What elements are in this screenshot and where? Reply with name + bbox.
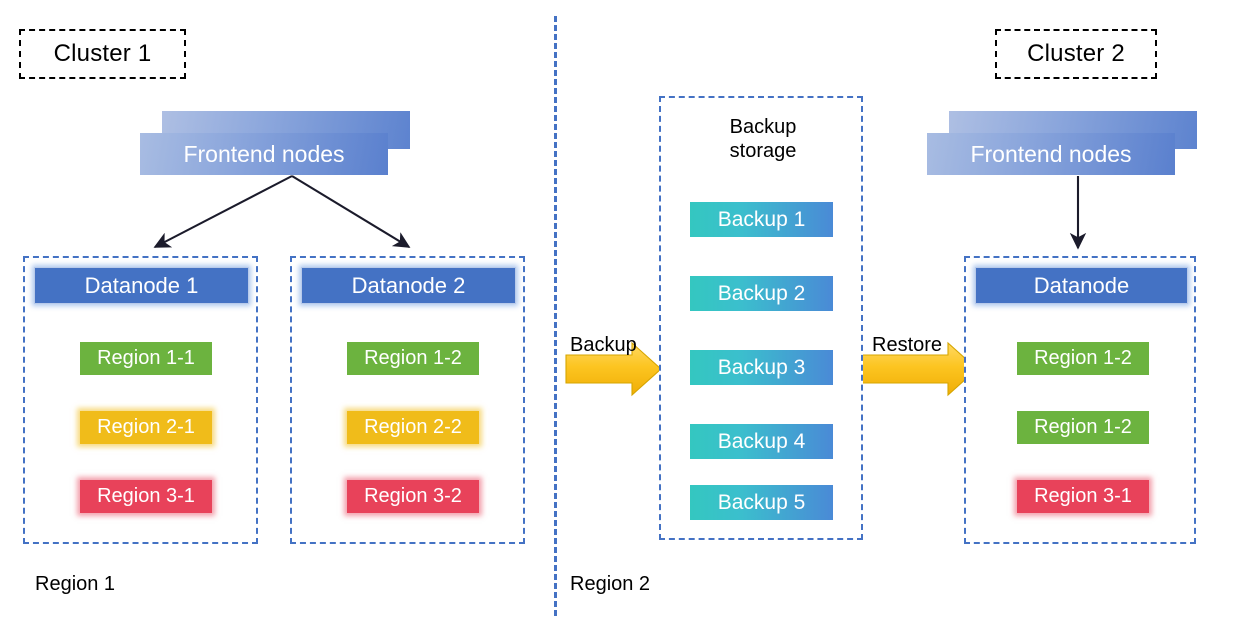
backup-item-0-label: Backup 1	[717, 207, 806, 231]
datanode2-region-2[interactable]: Region 3-2	[347, 480, 479, 513]
cluster2-datanode-container[interactable]: Datanode Region 1-2 Region 1-2 Region 3-…	[964, 256, 1196, 544]
datanode2-title: Datanode 2	[351, 272, 466, 298]
datanode1-header[interactable]: Datanode 1	[34, 267, 249, 304]
cluster2-region-0[interactable]: Region 1-2	[1017, 342, 1149, 375]
backup-item-0[interactable]: Backup 1	[690, 202, 833, 237]
backup-item-4-label: Backup 5	[717, 490, 806, 514]
backup-item-1[interactable]: Backup 2	[690, 276, 833, 311]
backup-item-3-label: Backup 4	[717, 429, 806, 453]
frontend-nodes-front-plate-c2: Frontend nodes	[927, 133, 1175, 175]
datanode1-title: Datanode 1	[84, 272, 199, 298]
backup-item-2-label: Backup 3	[717, 355, 806, 379]
region1-footer-label: Region 1	[35, 573, 116, 595]
restore-flow-label: Restore	[872, 334, 943, 356]
cluster2-datanode-header[interactable]: Datanode	[975, 267, 1188, 304]
cluster2-frontend-nodes[interactable]: Frontend nodes	[927, 111, 1197, 175]
backup-flow-label: Backup	[570, 334, 637, 356]
backup-item-2[interactable]: Backup 3	[690, 350, 833, 385]
region2-footer-label: Region 2	[570, 573, 651, 595]
datanode2-container[interactable]: Datanode 2 Region 1-2 Region 2-2 Region …	[290, 256, 525, 544]
backup-item-3[interactable]: Backup 4	[690, 424, 833, 459]
datanode1-region-0-label: Region 1-1	[97, 347, 195, 369]
backup-item-4[interactable]: Backup 5	[690, 485, 833, 520]
datanode2-header[interactable]: Datanode 2	[301, 267, 516, 304]
datanode2-region-1-label: Region 2-2	[364, 416, 462, 438]
cluster1-frontend-label: Frontend nodes	[183, 140, 345, 167]
cluster2-title-label: Cluster 2	[1027, 40, 1125, 67]
cluster2-datanode-title: Datanode	[1033, 272, 1130, 298]
arrow-frontend-to-datanode2	[291, 175, 411, 248]
datanode2-region-0[interactable]: Region 1-2	[347, 342, 479, 375]
cluster2-region-2[interactable]: Region 3-1	[1017, 480, 1149, 513]
cluster2-region-2-label: Region 3-1	[1034, 485, 1132, 507]
datanode1-container[interactable]: Datanode 1 Region 1-1 Region 2-1 Region …	[23, 256, 258, 544]
datanode1-region-1-label: Region 2-1	[97, 416, 195, 438]
datanode2-region-1[interactable]: Region 2-2	[347, 411, 479, 444]
backup-item-1-label: Backup 2	[717, 281, 806, 305]
cluster2-region-1-label: Region 1-2	[1034, 416, 1132, 438]
datanode2-region-0-label: Region 1-2	[364, 347, 462, 369]
cluster1-title-label: Cluster 1	[53, 40, 152, 67]
frontend-nodes-front-plate: Frontend nodes	[140, 133, 388, 175]
cluster1-title-chip: Cluster 1	[19, 29, 186, 79]
backup-storage-title: Backup storage	[729, 116, 797, 163]
datanode1-region-2[interactable]: Region 3-1	[80, 480, 212, 513]
cluster2-title-chip: Cluster 2	[995, 29, 1157, 79]
datanode1-region-0[interactable]: Region 1-1	[80, 342, 212, 375]
region-divider	[554, 16, 557, 616]
arrow-frontend-to-datanode1	[153, 175, 293, 248]
cluster2-region-0-label: Region 1-2	[1034, 347, 1132, 369]
cluster2-region-1[interactable]: Region 1-2	[1017, 411, 1149, 444]
datanode1-region-2-label: Region 3-1	[97, 485, 195, 507]
cluster2-frontend-label: Frontend nodes	[970, 140, 1132, 167]
backup-storage-container[interactable]: Backup storage Backup 1 Backup 2 Backup …	[659, 96, 863, 540]
datanode1-region-1[interactable]: Region 2-1	[80, 411, 212, 444]
datanode2-region-2-label: Region 3-2	[364, 485, 462, 507]
cluster1-frontend-nodes[interactable]: Frontend nodes	[140, 111, 410, 175]
